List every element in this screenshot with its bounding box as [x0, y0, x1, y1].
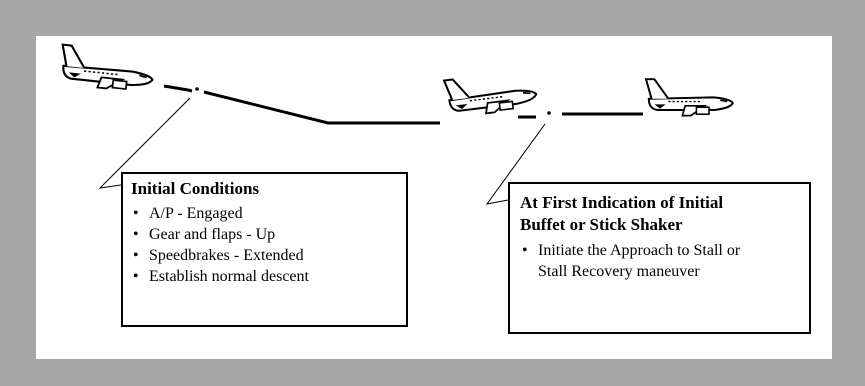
leader-line-buffet: [485, 123, 546, 205]
list-item: Gear and flaps - Up: [131, 224, 406, 245]
list-item: A/P - Engaged: [131, 203, 406, 224]
leader-line-initial: [98, 97, 191, 189]
airplane-icon-cruise: [57, 43, 157, 95]
callout-heading-buffet-line2: Buffet or Stick Shaker: [520, 215, 683, 234]
callout-initial-conditions: Initial Conditions A/P - Engaged Gear an…: [121, 172, 408, 327]
list-item: Establish normal descent: [131, 266, 406, 287]
callout-first-indication: At First Indication of Initial Buffet or…: [508, 182, 811, 334]
flight-path-line-descent: [203, 90, 440, 125]
airplane-icon-level: [645, 78, 734, 117]
buffet-actions-list: Initiate the Approach to Stall or Stall …: [520, 240, 765, 282]
point-marker-buffet: [547, 111, 551, 115]
list-item: Speedbrakes - Extended: [131, 245, 406, 266]
flight-path-line-dash: [187, 88, 193, 93]
airplane-icon-descent: [442, 68, 539, 119]
initial-conditions-list: A/P - Engaged Gear and flaps - Up Speedb…: [131, 203, 406, 287]
point-marker-initial: [195, 87, 199, 91]
callout-heading-buffet-line1: At First Indication of Initial: [520, 193, 724, 212]
list-item: Initiate the Approach to Stall or Stall …: [520, 240, 765, 282]
callout-heading-initial: Initial Conditions: [131, 179, 260, 198]
flight-path-line: [163, 84, 189, 92]
